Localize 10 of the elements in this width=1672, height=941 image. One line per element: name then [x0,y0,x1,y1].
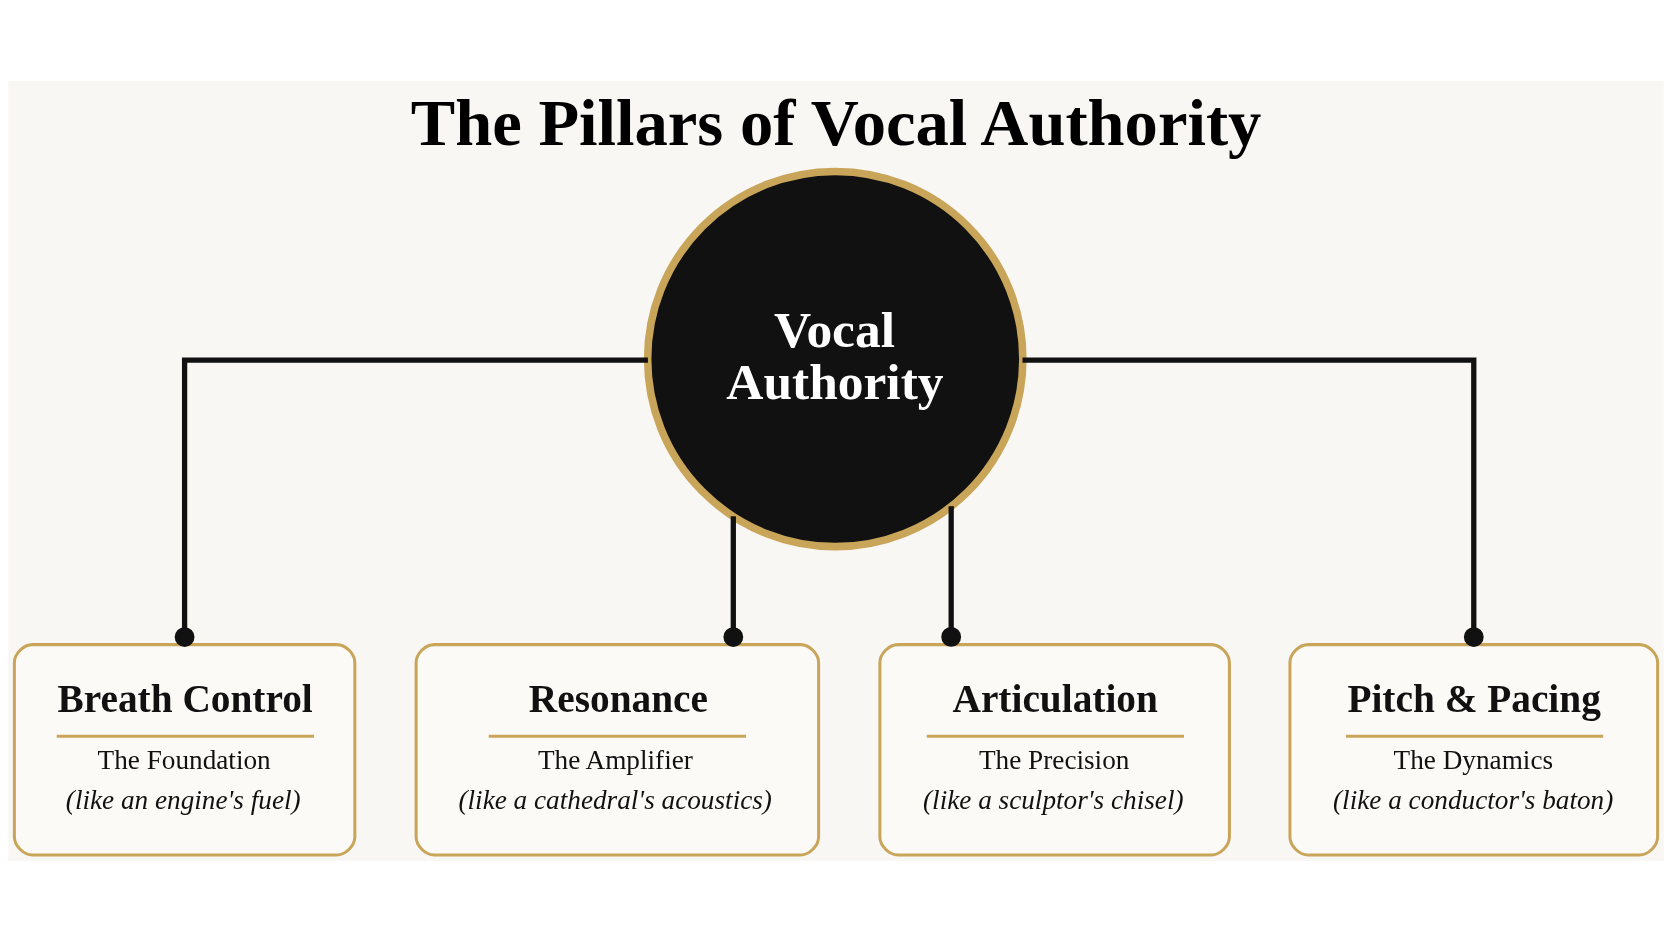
node-box: Pitch & Pacing The Dynamics (like a conductor's baton) [1288,642,1660,856]
connector [174,357,648,647]
connector [723,515,744,647]
node-circle: Vocal Authority [643,167,1027,550]
connector [1022,357,1484,647]
node-box: Resonance The Amplifier (like a cathedral's acoustics) [414,642,821,856]
diagram-title: The Pillars of Vocal Authority [410,85,1262,159]
node-box: Breath Control The Foundation (like an engine's fuel) [12,642,357,856]
connector [941,505,962,647]
node-box: Articulation The Precision (like a sculptor's chisel) [878,642,1231,856]
